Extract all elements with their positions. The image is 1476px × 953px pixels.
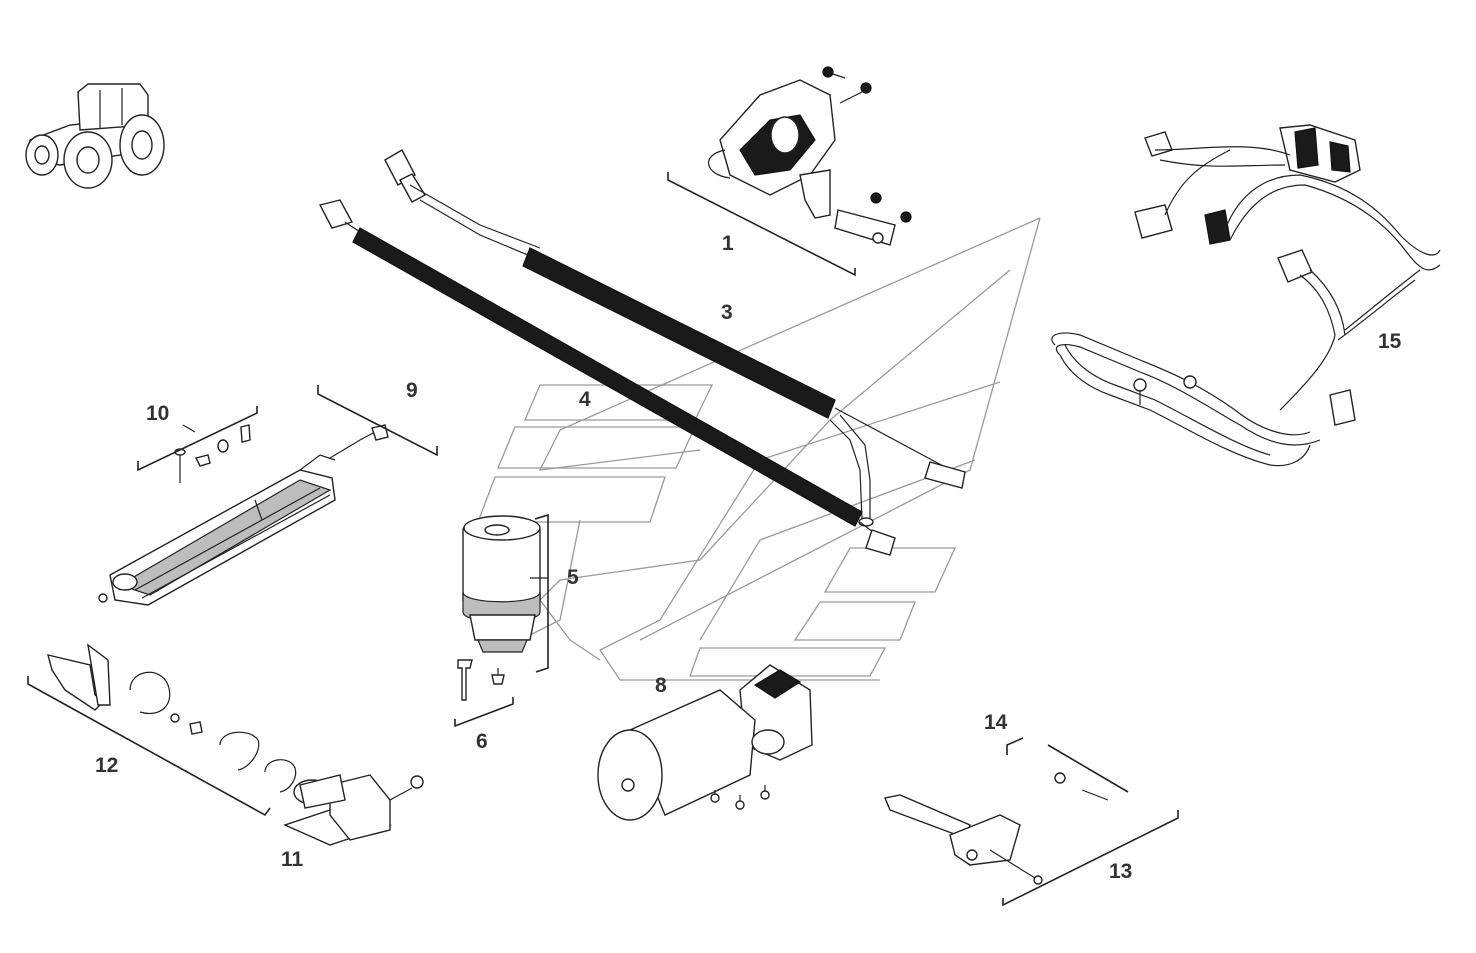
valve-assembly-13 [884,794,1179,907]
callout-label-8: 8 [655,674,667,697]
callout-label-9: 9 [406,379,418,402]
callout-label-14: 14 [984,711,1008,734]
rod-kit-14 [1006,737,1129,801]
watermark-logo [477,217,1041,681]
motor-assembly-8 [597,664,813,821]
filter-assembly-5 [462,513,549,673]
pump-assembly-11 [283,774,424,846]
leader-line-10 [182,424,196,433]
callout-label-1: 1 [722,232,734,255]
control-unit-assembly [667,66,912,277]
callout-label-11: 11 [281,848,304,871]
wiring-harness-15 [1051,124,1441,467]
callout-label-3: 3 [721,301,733,324]
cable-4 [318,199,896,556]
fasteners-10 [137,406,258,483]
callout-label-4: 4 [579,388,591,411]
callout-label-5: 5 [567,566,579,589]
sensor-pipe-assembly-9 [98,385,438,606]
callout-label-12: 12 [95,754,118,777]
callout-label-13: 13 [1109,860,1132,883]
callout-label-10: 10 [146,402,169,425]
callout-label-15: 15 [1378,330,1402,353]
bolts-6 [454,659,514,728]
tractor-icon [25,83,165,189]
cable-harness-3 [384,149,966,527]
callout-label-6: 6 [476,730,488,753]
mounting-kit-12 [27,643,297,817]
